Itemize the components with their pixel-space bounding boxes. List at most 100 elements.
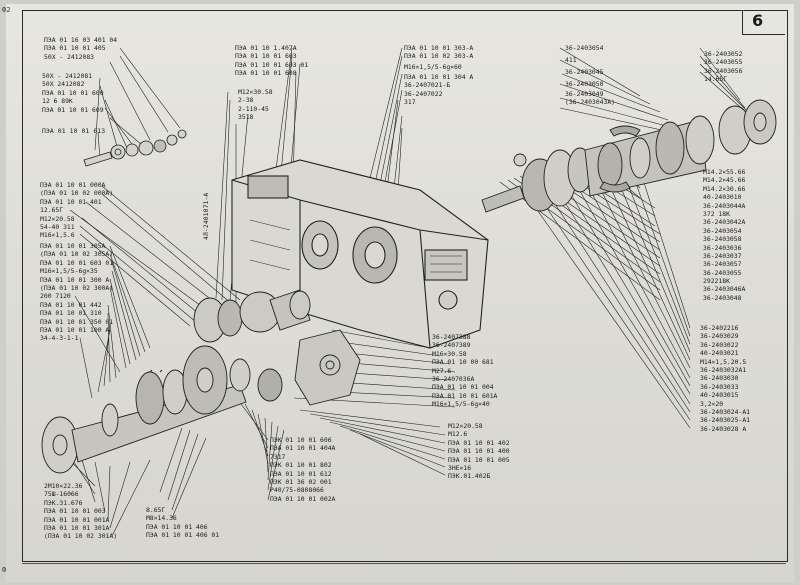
part-label: ПЭА 01 10 01 004 — [432, 383, 494, 392]
part-label: 36-2402216 — [700, 324, 739, 332]
part-label: 7317 — [270, 452, 286, 461]
part-label: (ПЭА 01 10 02 301А) — [44, 532, 118, 541]
part-label: 36-2403049 — [565, 90, 604, 98]
page-number: 6 — [752, 11, 764, 30]
edge-mark-top: Ф2 — [2, 6, 11, 14]
part-label: 36-2403054 — [565, 44, 604, 52]
part-label: 2М10×22.36 — [44, 482, 83, 490]
part-label: ПЭА 01 10 01 001А — [44, 515, 110, 524]
part-label: М16×1,5/5-6g×35 — [40, 267, 98, 276]
vertical-part-label: 4Л-2401071-А — [202, 192, 210, 240]
part-label: 36-2403044А — [703, 201, 746, 210]
left-shaft-assembly — [41, 345, 283, 474]
bottom-rule — [22, 563, 786, 564]
part-label: ПЭА 01 10 01 002А — [270, 494, 336, 503]
part-label: 36-2403055 — [704, 58, 743, 67]
part-label: (36-2403043А) — [565, 98, 616, 107]
part-label: ПЭК.31.676 — [44, 498, 83, 507]
part-label: 36-2403025-А1 — [700, 416, 751, 425]
part-label: ПЭА 01 10 01 612 — [270, 469, 332, 478]
part-label: 14.65Г — [704, 75, 728, 84]
labels-top-right-mid: ПЭА 01 10 01 303-А ПЭА 01 10 02 303-А М1… — [404, 44, 473, 106]
part-label: ПЭА 01 10 01 301А — [44, 523, 110, 532]
part-label: ПЭА 01 10 01 401 — [40, 197, 102, 206]
part-label: М27.6 — [432, 366, 452, 375]
part-label: 75Ш-16066 — [44, 490, 79, 499]
part-label: 54-40 311 — [40, 222, 75, 231]
labels-left-b: ПЭА 01 10 01 000А (ПЭА 01 10 02 000А) ПЭ… — [40, 181, 113, 240]
part-label: ПЭА 01 10 01 400 — [448, 447, 510, 456]
labels-top-center-b: М12×30.58 2-38 2-110-45 3518 — [238, 88, 273, 122]
part-label: 36-2407036А — [432, 374, 475, 383]
part-label: М16×1,5.6 — [40, 231, 75, 240]
part-label: ПЭА 01 10 01 005 — [448, 455, 510, 464]
part-label: 372 18К — [703, 209, 730, 218]
part-label: 36-2403046А — [703, 285, 746, 294]
part-label: 50Х - 2412083 — [44, 52, 95, 61]
part-label: ПЭА 01 10 01 402 — [448, 438, 510, 447]
part-label: ПЭА 01 10 01 300 А — [40, 275, 110, 284]
part-label: 3518 — [238, 113, 254, 122]
part-label: ПЭА 01 10 01 303-А — [404, 44, 474, 52]
part-label: М16×1,5/5-6g×40 — [432, 400, 490, 409]
part-label: М8×14.36 — [146, 514, 177, 523]
part-label: 12.65Г — [40, 206, 64, 215]
part-label: М14.2×45.66 — [703, 176, 746, 185]
part-label: М14×1,5.20.5 — [700, 357, 747, 366]
part-label: 36-2403058 — [703, 235, 742, 244]
part-label: 36-2403037 — [703, 251, 742, 260]
part-label: 36-2407389 — [432, 341, 471, 350]
part-label: 36-2403048 — [703, 293, 742, 302]
part-label: 50Х 2412082 — [42, 80, 85, 89]
part-label: 40-2403021 — [700, 349, 739, 358]
part-label: ПЭК 01 10 01 606 — [270, 436, 332, 444]
part-label: 411 — [565, 56, 577, 64]
small-parts-top-left — [83, 129, 187, 167]
part-label: 36-2403052 — [704, 50, 743, 58]
labels-right-mid: М14.2×55.66 М14.2×45.66 М14.2×30.66 40-2… — [703, 168, 745, 302]
part-label: ПЭА 01 10 01 404А — [270, 444, 336, 453]
labels-bottom-center: ПЭК 01 10 01 606 ПЭА 01 10 01 404А 7317 … — [270, 436, 335, 503]
labels-top-right-b: 36-2403052 36-2403055 36-2403056 14.65Г — [704, 50, 742, 84]
part-label: Р40/75-0808066 — [270, 486, 324, 495]
part-label: 34-4-3-1-1 — [40, 334, 79, 343]
right-shaft-assembly — [481, 99, 777, 213]
part-label: 36-2403036 — [703, 243, 742, 252]
part-label: 8.65Г — [146, 506, 166, 514]
drawing-frame — [22, 10, 788, 562]
part-label: 36-2403028 А — [700, 424, 747, 433]
part-label: ПЭК.01.402Б — [448, 472, 491, 481]
part-label: ПЭА 01 10 01 350 01 — [40, 317, 114, 326]
part-label: ПЭА 01 10 02 303-А — [404, 52, 474, 61]
part-label: ПЭА 01 10 01 310 — [40, 309, 102, 318]
part-label: ПЭА 01 10 01 003 — [44, 507, 106, 516]
part-label: М12×20.58 — [448, 422, 483, 430]
part-label: М14.2×30.66 — [703, 184, 746, 193]
part-label: 40-2403010 — [703, 193, 742, 202]
part-label: ПЭА 01 10 01 600 — [42, 88, 104, 97]
part-label: ПЭА 01 10 01 406 — [146, 522, 208, 531]
labels-top-right-a: 36-2403054 411 36-2403045 36-2403050 36-… — [565, 42, 615, 107]
labels-left-c: ПЭА 01 10 01 305А (ПЭА 01 10 02 305А) ПЭ… — [40, 242, 113, 343]
part-label: М12×30.58 — [238, 88, 273, 96]
edge-mark-bottom: Ф — [2, 566, 7, 574]
part-label: М16×30.58 — [432, 349, 467, 358]
gear-cluster-left — [193, 289, 311, 343]
part-label: ПЭА 01 10 01 603 — [235, 52, 297, 61]
labels-top-left: ПЭА 01 16 03 401 04 ПЭА 01 10 01 405 50Х… — [44, 36, 117, 61]
part-label: 36-2403033 — [700, 382, 739, 391]
part-label: ПЭА 01 16 03 401 04 — [44, 36, 118, 44]
part-label: 36-2403022 — [700, 340, 739, 349]
labels-bottom-mid: 8.65Г М8×14.36 ПЭА 01 10 01 406 ПЭА 01 1… — [146, 506, 219, 540]
page-number-box — [742, 10, 785, 35]
part-label: 200 7120 — [40, 292, 71, 301]
part-label: 36-2407388 — [432, 333, 471, 341]
part-label: ПЭА 01 10 01 603 01 — [235, 60, 309, 69]
part-label: ПЭА 01 10 01 442 — [40, 300, 102, 309]
part-label: (ПЭА 01 10 02 000А) — [40, 189, 114, 198]
labels-left-bottom: 2М10×22.36 75Ш-16066 ПЭК.31.676 ПЭА 01 1… — [44, 482, 117, 541]
part-label: 36-2403042А — [703, 218, 746, 227]
part-label: 292218К — [703, 277, 730, 286]
labels-top-center-a: ПЭА 01 10 1.407А ПЭА 01 10 01 603 ПЭА 01… — [235, 44, 308, 78]
